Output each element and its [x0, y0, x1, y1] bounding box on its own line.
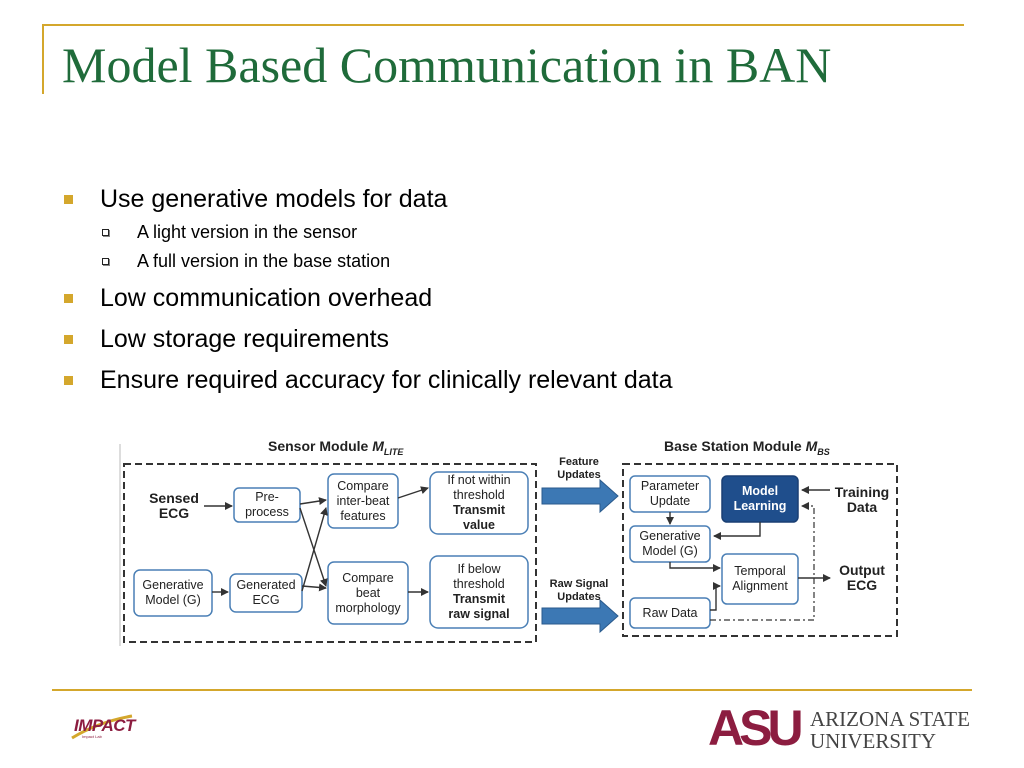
- asu-logo-mark: ASU: [708, 701, 806, 755]
- base-station-module-frame: [622, 463, 898, 637]
- square-bullet-icon: [64, 335, 73, 344]
- asu-wordmark: ARIZONA STATE UNIVERSITY: [810, 708, 970, 752]
- not-within-box: [429, 471, 529, 535]
- bullet-item: Low storage requirements: [62, 324, 962, 354]
- bullet-item: Use generative models for data: [62, 184, 962, 214]
- raw-data-box: [629, 597, 711, 629]
- slide-title: Model Based Communication in BAN: [62, 37, 832, 93]
- sub-bullet-item: A light version in the sensor: [62, 221, 962, 243]
- preprocess-box: [233, 487, 301, 523]
- impact-logo-text: IMPACT: [74, 716, 135, 735]
- compare-interbeat-box: [327, 473, 399, 529]
- below-threshold-box: [429, 555, 529, 629]
- generated-ecg-box: [229, 573, 303, 613]
- impact-swoosh-icon: [71, 714, 133, 740]
- system-diagram: Sensor Module MLITE Base Station Module …: [118, 436, 908, 650]
- asu-letters: ASU: [708, 700, 804, 756]
- sensor-module-header: Sensor Module MLITE: [268, 438, 404, 457]
- preprocess-label: Pre-process: [245, 490, 289, 519]
- hollow-square-bullet-icon: [102, 229, 109, 236]
- raw-data-label: Raw Data: [642, 605, 698, 620]
- diagram-shapes: [119, 444, 898, 646]
- bullet-item: Low communication overhead: [62, 283, 962, 313]
- gen-model-sensor-box: [133, 569, 213, 617]
- raw-signal-updates-arrow: [541, 598, 619, 634]
- square-bullet-icon: [64, 195, 73, 204]
- bullet-list: Use generative models for data A light v…: [62, 184, 962, 406]
- feature-updates-arrow: [541, 478, 619, 514]
- temporal-alignment-box: [721, 553, 799, 605]
- square-bullet-icon: [64, 294, 73, 303]
- compare-morph-box: [327, 561, 409, 625]
- square-bullet-icon: [64, 376, 73, 385]
- sub-bullet-item: A full version in the base station: [62, 250, 962, 272]
- asu-wordmark-line1: ARIZONA STATE: [810, 707, 970, 731]
- hollow-square-bullet-icon: [102, 258, 109, 265]
- top-rule: [42, 24, 964, 26]
- sensor-module-frame: [123, 463, 537, 643]
- impact-logo: IMPACT Impact Lab: [68, 712, 138, 744]
- bottom-rule: [52, 689, 972, 691]
- base-station-module-header: Base Station Module MBS: [664, 438, 830, 457]
- impact-logo-tagline: Impact Lab: [82, 734, 102, 739]
- asu-wordmark-line2: UNIVERSITY: [810, 729, 936, 753]
- left-rule: [42, 24, 44, 94]
- bullet-item: Ensure required accuracy for clinically …: [62, 365, 962, 395]
